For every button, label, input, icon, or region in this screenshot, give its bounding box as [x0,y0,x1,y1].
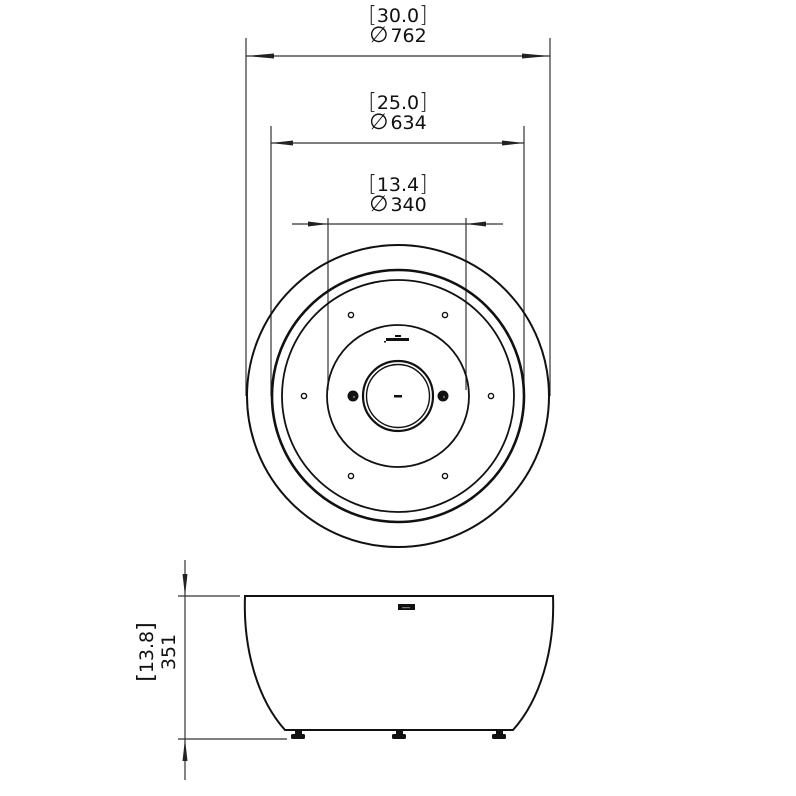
bowl-profile [243,595,555,731]
diameter-symbol: ∅ [369,110,389,135]
bolt-left [347,390,359,402]
burner-plate-diameter-mm: 340 [390,194,427,216]
outer-diameter-inches: 30.0 [376,5,420,27]
burner-ring-inner [365,363,431,429]
top-diameter-mm: 634 [390,112,427,134]
foot [492,730,506,739]
dimension-top-diameter [270,126,525,396]
outer-rim-circle [246,244,550,548]
screw-hole [441,472,449,480]
side-view [243,595,555,739]
dimension-height [178,560,287,780]
label-height: [13.8] 351 [134,622,180,682]
bracket-close: ] [419,3,428,28]
screw-hole [441,311,449,319]
top-view [246,244,550,548]
label-burner-plate-diameter: [13.4] ∅340 [348,172,448,217]
bracket-open: [ [368,3,377,28]
foot [392,730,406,739]
screw-hole [347,311,355,319]
label-outer-diameter: [30.0] ∅762 [348,3,448,48]
bracket-open: [ [134,673,159,682]
bracket-close: ] [134,622,159,631]
height-mm: 351 [158,633,180,671]
burner-plate-diameter-inches: 13.4 [376,174,420,196]
diameter-symbol: ∅ [369,192,389,217]
logo-mark [384,335,409,343]
screw-hole [347,472,355,480]
dimension-burner-plate-diameter [292,218,503,390]
screw-hole [487,392,495,400]
screw-hole [300,392,308,400]
outer-diameter-mm: 762 [390,25,427,47]
top-diameter-inches: 25.0 [376,92,420,114]
diameter-symbol: ∅ [369,23,389,48]
top-edge-circle [270,268,526,524]
burner-plate-circle [326,324,470,468]
height-inches: 13.8 [136,630,158,674]
bracket-open: [ [368,172,377,197]
dimension-outer-diameter [245,38,551,396]
center-slot [394,395,402,398]
burner-ring-outer [361,359,435,433]
foot [291,730,305,739]
bracket-close: ] [419,90,428,115]
bolt-right [437,390,449,402]
inner-bowl-circle [281,279,515,513]
label-top-diameter: [25.0] ∅634 [348,90,448,135]
bracket-close: ] [419,172,428,197]
bracket-open: [ [368,90,377,115]
